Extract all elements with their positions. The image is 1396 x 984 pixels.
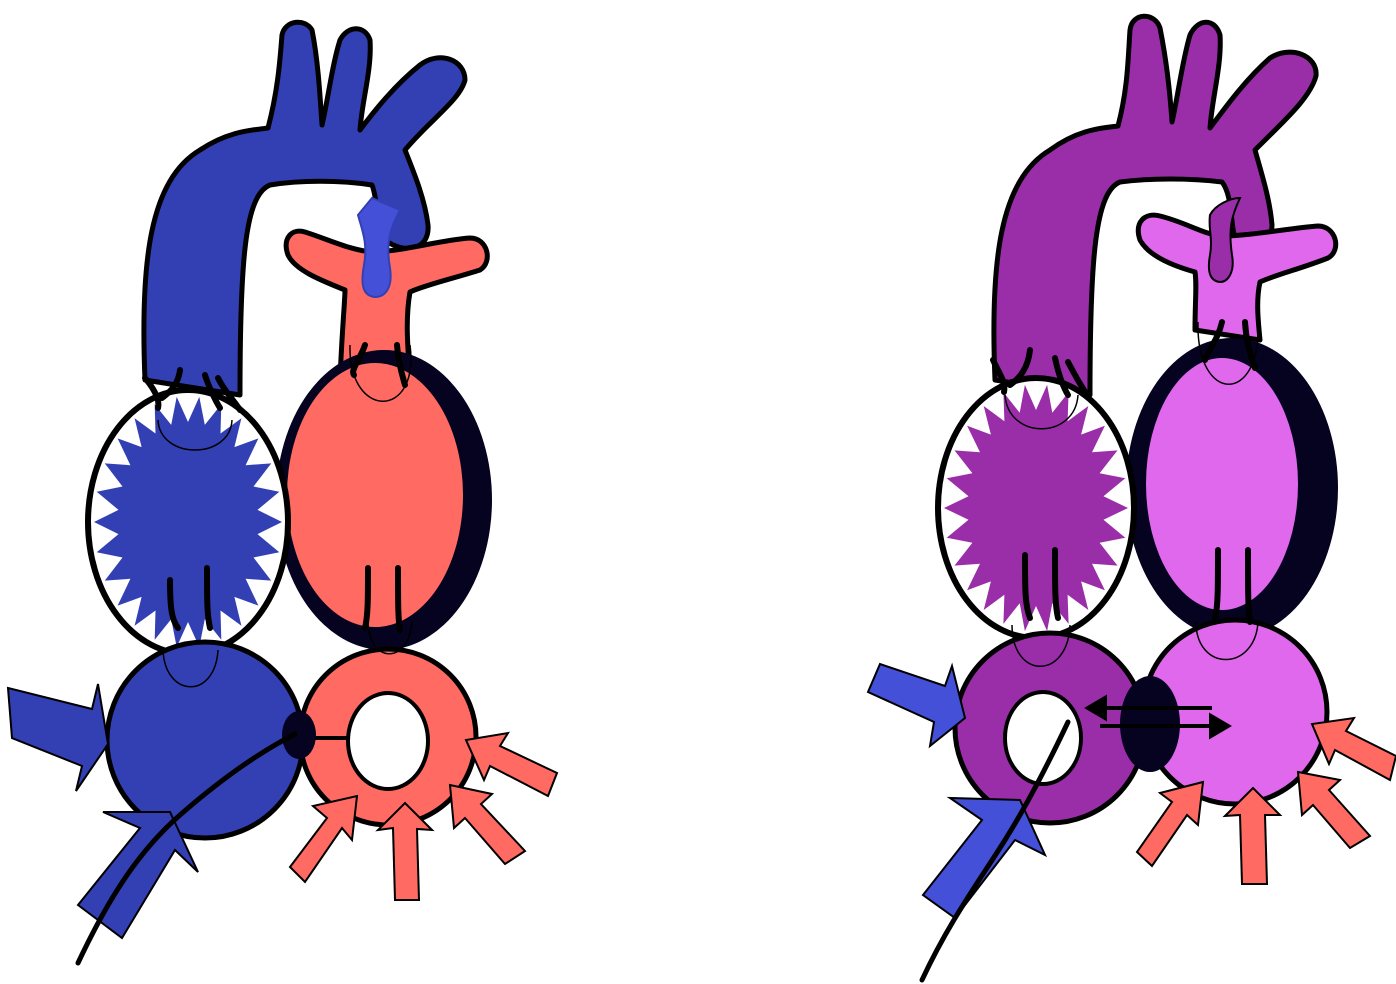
pulmonary-vein-arrow xyxy=(450,785,525,864)
left-ventricle-cavity xyxy=(287,363,463,627)
heart-diagram-before xyxy=(8,22,557,963)
pulmonary-vein-arrow xyxy=(466,733,557,796)
mitral-orifice xyxy=(348,693,428,789)
atrial-septum xyxy=(282,711,316,759)
pulmonary-vein-arrow xyxy=(1137,782,1203,866)
aorta xyxy=(144,22,465,395)
right-ventricle xyxy=(938,378,1134,638)
right-ventricle xyxy=(88,390,288,654)
svc-inflow-arrow xyxy=(868,664,965,746)
ivc-inflow-arrow xyxy=(923,798,1045,918)
left-ventricle-cavity xyxy=(1146,358,1298,610)
left-ventricle xyxy=(1126,338,1338,638)
svc-inflow-arrow xyxy=(8,684,108,791)
pulmonary-artery xyxy=(1138,215,1335,340)
pulmonary-vein-arrow xyxy=(1312,718,1396,780)
pulmonary-vein-arrow xyxy=(290,796,357,882)
right-atrium xyxy=(107,642,303,838)
left-ventricle xyxy=(276,350,492,650)
pulmonary-vein-arrow xyxy=(1298,772,1370,848)
aorta xyxy=(994,16,1316,395)
heart-diagram-after xyxy=(868,16,1396,980)
